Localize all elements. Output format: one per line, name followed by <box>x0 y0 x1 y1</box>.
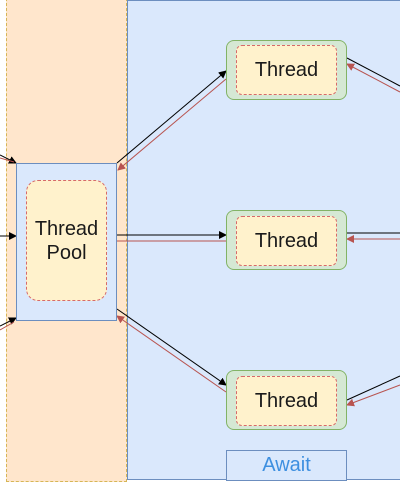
thread-label-1: Thread <box>236 45 337 95</box>
thread-label-3: Thread <box>236 376 337 426</box>
right-return-thread-3 <box>346 384 400 407</box>
return-arrow-thread-1 <box>117 78 227 171</box>
right-arrow-thread-3 <box>346 375 400 401</box>
incoming-arrow-top-return <box>0 157 15 163</box>
return-arrow-thread-3 <box>116 315 227 393</box>
thread-label-2: Thread <box>236 216 337 266</box>
right-arrow-thread-1 <box>346 57 400 87</box>
right-return-thread-1 <box>346 63 400 93</box>
incoming-arrow-bottom-return <box>0 321 15 331</box>
incoming-arrow-bottom <box>0 317 17 327</box>
dispatch-arrow-thread-3 <box>116 308 227 386</box>
await-label: Await <box>226 450 347 481</box>
thread-pool-label: Thread Pool <box>26 180 107 301</box>
dispatch-arrow-thread-1 <box>116 70 227 164</box>
